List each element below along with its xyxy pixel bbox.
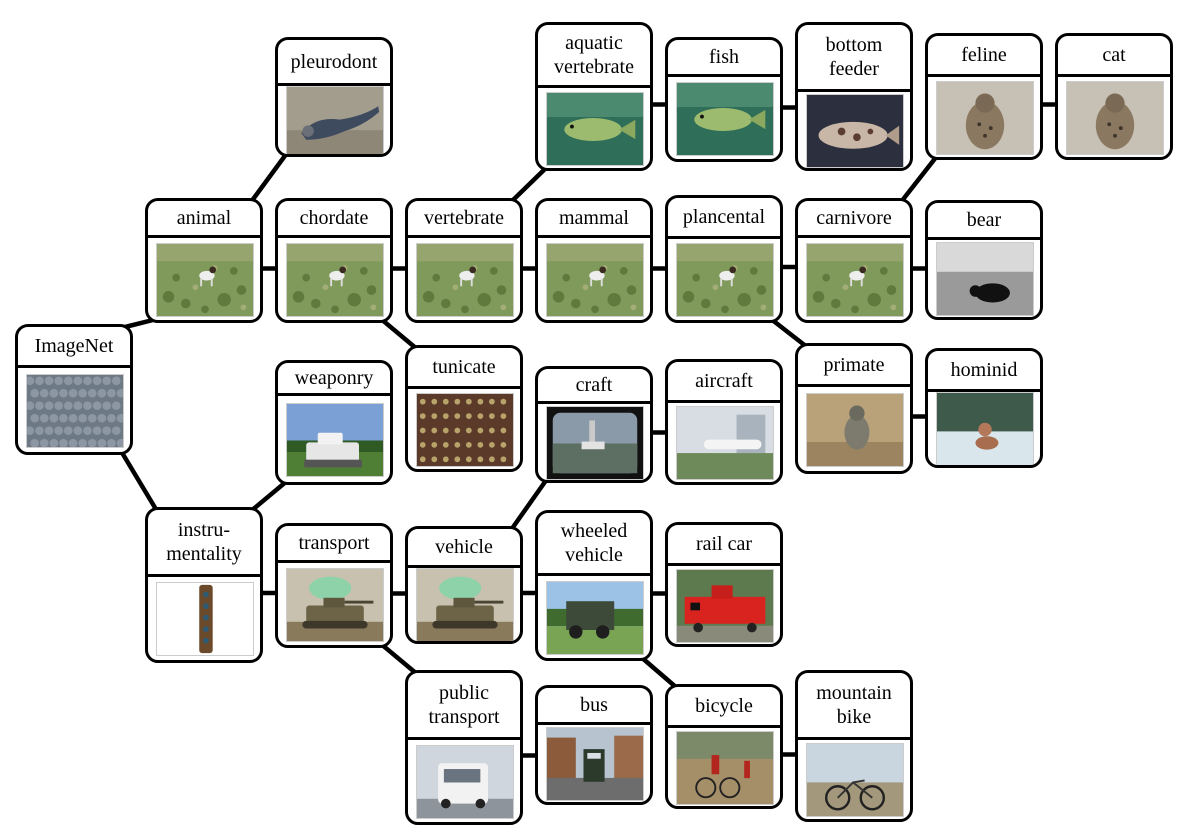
node-label: chordate	[278, 201, 390, 238]
node-mammal: mammal	[535, 198, 653, 323]
edge-plancental-primate	[769, 317, 809, 349]
node-aquatic-vertebrate: aquatic vertebrate	[535, 22, 653, 171]
thumbnail-image	[546, 406, 644, 480]
node-craft: craft	[535, 366, 653, 483]
node-label: fish	[668, 40, 780, 77]
thumbnail-image	[1066, 81, 1164, 155]
thumbnail-image	[286, 86, 384, 154]
node-wheeled-vehicle: wheeled vehicle	[535, 510, 653, 661]
thumbnail-image	[26, 374, 124, 448]
node-label: cat	[1058, 36, 1170, 77]
node-label: plancental	[668, 198, 780, 239]
node-label: vertebrate	[408, 201, 520, 238]
edge-instrumentality-weaponry	[249, 479, 289, 513]
node-label: bottom feeder	[798, 25, 910, 92]
node-bear: bear	[925, 200, 1043, 320]
node-label: aquatic vertebrate	[538, 25, 650, 88]
node-label: aircraft	[668, 362, 780, 403]
node-label: primate	[798, 346, 910, 387]
node-label: carnivore	[798, 201, 910, 238]
node-mountain-bike: mountain bike	[795, 670, 913, 822]
thumbnail-image	[936, 81, 1034, 155]
edge-animal-pleurodont	[249, 151, 289, 204]
node-label: mountain bike	[798, 673, 910, 740]
edge-chordate-tunicate	[379, 317, 419, 351]
thumbnail-image	[156, 243, 254, 317]
thumbnail-image	[936, 242, 1034, 316]
node-public-transport: public transport	[405, 670, 523, 825]
thumbnail-image	[546, 727, 644, 801]
node-label: feline	[928, 36, 1040, 77]
node-label: mammal	[538, 201, 650, 238]
thumbnail-image	[416, 568, 514, 641]
node-bicycle: bicycle	[665, 684, 783, 809]
edge-vertebrate-aquatic_vertebrate	[509, 165, 549, 204]
node-label: hominid	[928, 351, 1040, 392]
thumbnail-image	[676, 82, 774, 156]
node-vertebrate: vertebrate	[405, 198, 523, 323]
node-chordate: chordate	[275, 198, 393, 323]
node-bus: bus	[535, 685, 653, 805]
thumbnail-image	[286, 403, 384, 477]
node-hominid: hominid	[925, 348, 1043, 468]
node-tunicate: tunicate	[405, 345, 523, 472]
node-fish: fish	[665, 37, 783, 162]
thumbnail-image	[416, 243, 514, 317]
thumbnail-image	[936, 392, 1034, 465]
thumbnail-image	[546, 581, 644, 655]
thumbnail-image	[806, 243, 904, 317]
node-animal: animal	[145, 198, 263, 323]
thumbnail-image	[156, 582, 254, 656]
thumbnail-image	[806, 94, 904, 168]
edge-wheeled_vehicle-bicycle	[639, 655, 679, 690]
thumbnail-image	[416, 745, 514, 819]
node-label: craft	[538, 369, 650, 404]
node-label: vehicle	[408, 529, 520, 568]
node-instrumentality: instru- mentality	[145, 507, 263, 663]
node-carnivore: carnivore	[795, 198, 913, 323]
thumbnail-image	[676, 243, 774, 317]
node-label: wheeled vehicle	[538, 513, 650, 576]
node-imagenet: ImageNet	[15, 324, 133, 455]
node-label: ImageNet	[18, 327, 130, 368]
node-rail-car: rail car	[665, 522, 783, 647]
node-label: bear	[928, 203, 1040, 240]
edge-carnivore-feline	[899, 154, 939, 204]
node-label: bus	[538, 688, 650, 725]
node-label: public transport	[408, 673, 520, 740]
node-pleurodont: pleurodont	[275, 37, 393, 157]
node-label: bicycle	[668, 687, 780, 728]
node-transport: transport	[275, 523, 393, 648]
node-primate: primate	[795, 343, 913, 474]
node-label: instru- mentality	[148, 510, 260, 577]
thumbnail-image	[546, 243, 644, 317]
node-vehicle: vehicle	[405, 526, 523, 644]
node-cat: cat	[1055, 33, 1173, 160]
thumbnail-image	[546, 92, 644, 166]
node-label: pleurodont	[278, 40, 390, 86]
edge-imagenet-instrumentality	[119, 449, 159, 513]
node-label: weaponry	[278, 363, 390, 396]
edge-vehicle-craft	[509, 477, 549, 532]
node-label: transport	[278, 526, 390, 563]
node-label: tunicate	[408, 348, 520, 389]
thumbnail-image	[676, 406, 774, 480]
thumbnail-image	[806, 393, 904, 467]
node-weaponry: weaponry	[275, 360, 393, 485]
node-feline: feline	[925, 33, 1043, 160]
thumbnail-image	[806, 743, 904, 817]
thumbnail-image	[416, 393, 514, 467]
thumbnail-image	[286, 243, 384, 317]
thumbnail-image	[676, 569, 774, 643]
thumbnail-image	[676, 731, 774, 805]
thumbnail-image	[286, 568, 384, 642]
node-aircraft: aircraft	[665, 359, 783, 485]
node-plancental: plancental	[665, 195, 783, 323]
edge-transport-public_transport	[379, 642, 419, 676]
node-label: rail car	[668, 525, 780, 566]
node-bottom-feeder: bottom feeder	[795, 22, 913, 171]
node-label: animal	[148, 201, 260, 238]
